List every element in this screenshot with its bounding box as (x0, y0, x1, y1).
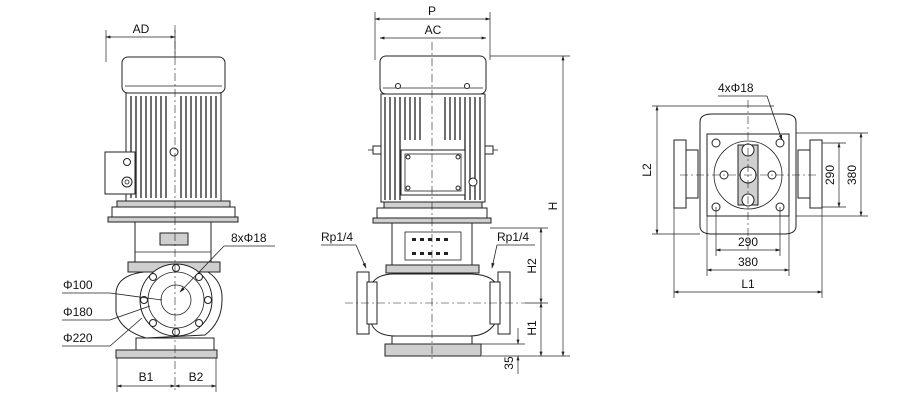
l1-label: L1 (741, 277, 755, 291)
ac-label: AC (425, 23, 442, 37)
phi180-label: Φ180 (63, 305, 93, 319)
side-view: AD (62, 22, 275, 392)
bolts4-label: 4xΦ18 (718, 81, 754, 95)
motor-body (125, 92, 222, 202)
ad-label: AD (133, 22, 150, 36)
bolts8-label: 8xΦ18 (231, 231, 267, 245)
p-label: P (428, 4, 436, 18)
dim35-label: 35 (502, 356, 516, 370)
l2-label: L2 (640, 163, 654, 177)
w380-bottom-label: 380 (738, 255, 758, 269)
w380-side-label: 380 (845, 165, 859, 185)
top-view: 4xΦ18 L2 290 380 290 380 L1 (640, 81, 868, 298)
top-right-flange (809, 139, 823, 209)
rp-right-label: Rp1/4 (497, 230, 529, 244)
top-left-flange (673, 139, 687, 209)
b1-label: B1 (139, 370, 154, 384)
w290-bottom-label: 290 (738, 235, 758, 249)
front-pump-casing (369, 273, 499, 337)
phi100-label: Φ100 (63, 278, 93, 292)
terminal-box (104, 151, 136, 195)
motor-fan-cover (121, 56, 226, 94)
h1-label: H1 (525, 320, 539, 336)
w290-side-label: 290 (823, 165, 837, 185)
b2-label: B2 (189, 370, 204, 384)
front-view: P AC (321, 4, 570, 374)
rp-left-label: Rp1/4 (321, 230, 353, 244)
phi220-label: Φ220 (63, 331, 93, 345)
h-label: H (546, 202, 560, 211)
h2-label: H2 (525, 258, 539, 274)
front-terminal-box (400, 149, 466, 196)
